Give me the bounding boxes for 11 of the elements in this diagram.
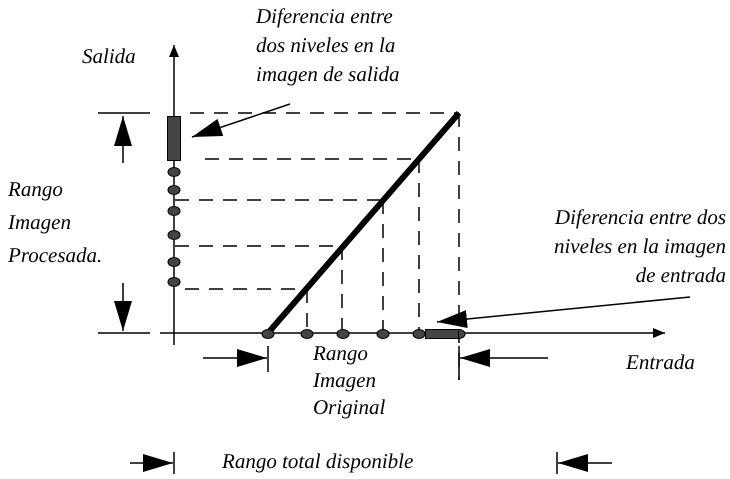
leader-arrow bbox=[436, 296, 690, 328]
axis-label: Salida bbox=[82, 43, 137, 70]
callout-text: Diferencia entre dos niveles en la imagen de salida bbox=[256, 3, 400, 88]
leader-arrow bbox=[192, 103, 290, 138]
level-step-bar bbox=[425, 329, 459, 339]
callout-text: Diferencia entre dos niveles en la imagen de entrada bbox=[552, 204, 726, 289]
axis-label: Entrada bbox=[626, 349, 696, 376]
range-label: Rango total disponible bbox=[222, 448, 414, 475]
range-label: Rango Imagen Original bbox=[313, 340, 386, 421]
range-label: Rango Imagen Procesada. bbox=[8, 176, 104, 269]
level-step-bar bbox=[167, 116, 181, 161]
